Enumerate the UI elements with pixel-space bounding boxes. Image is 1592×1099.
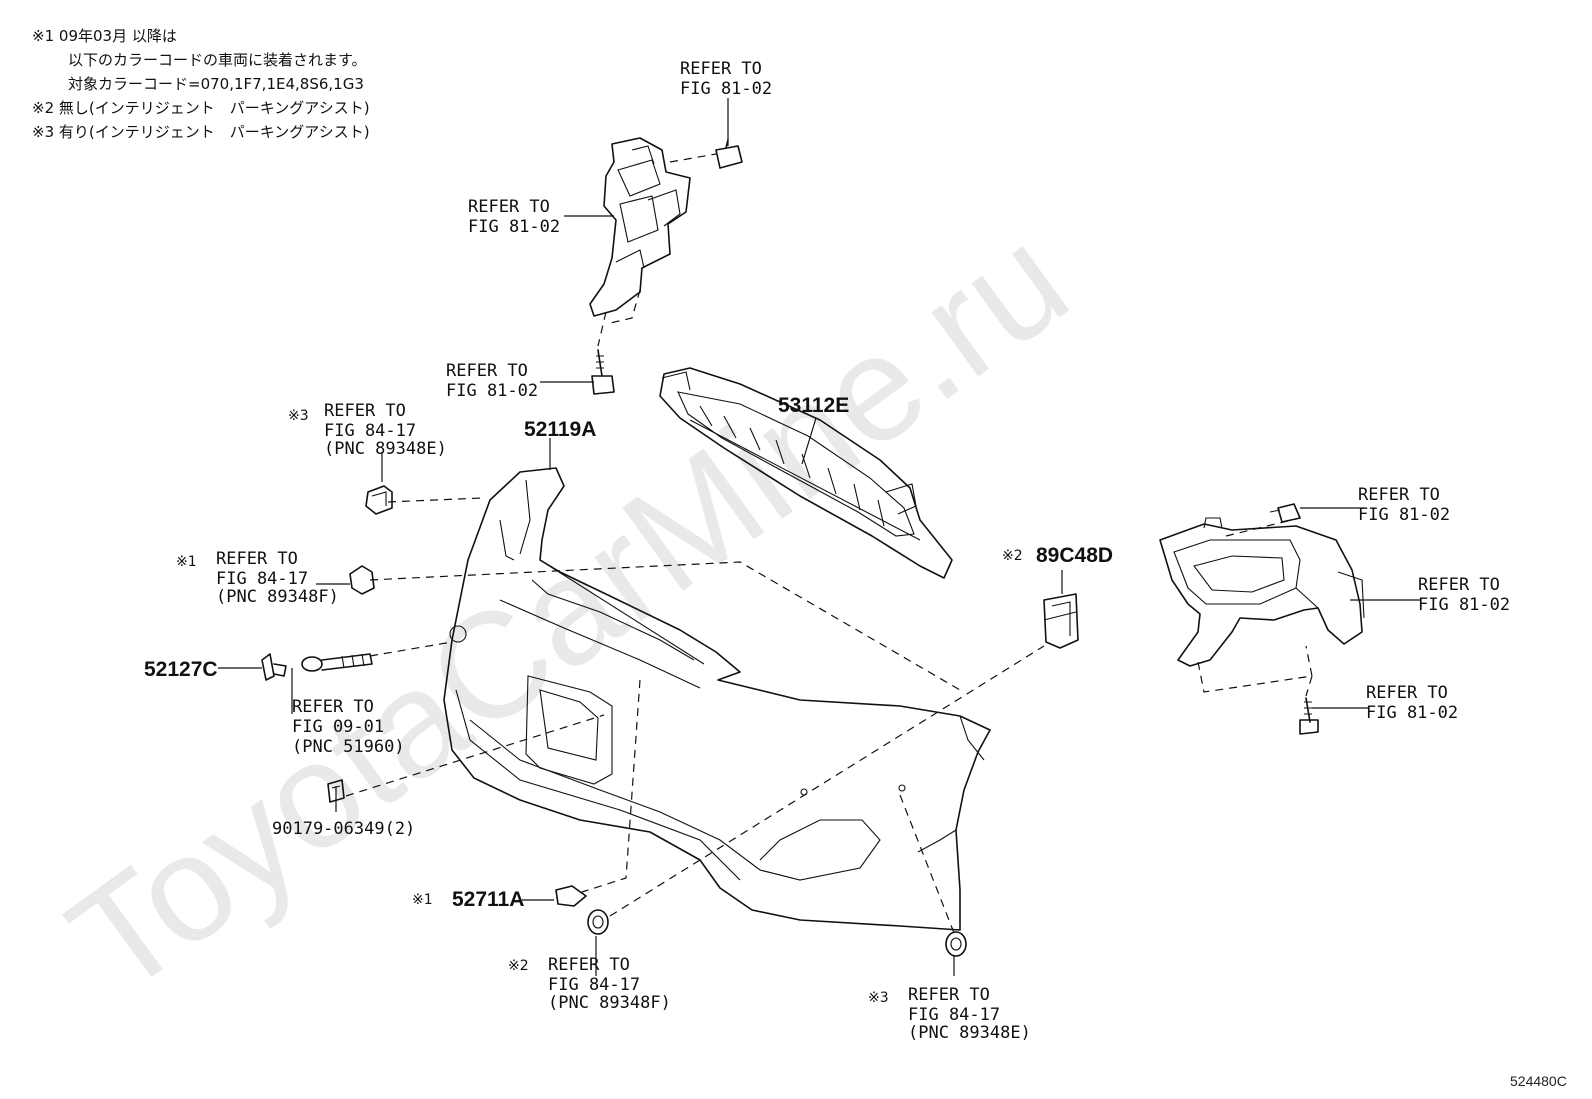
mark-3-bottom-right: ※3: [868, 990, 889, 1006]
ref-sensor-bottom-mid-line-3: (PNC 89348F): [548, 993, 671, 1013]
ref-fog-bolt-top-line-2: FIG 81-02: [1358, 505, 1450, 525]
ref-screw-line-2: FIG 81-02: [446, 381, 538, 401]
ref-fog-lamp-line-1: REFER TO: [1418, 575, 1500, 595]
ref-sensor-top-left-line-2: FIG 84-17: [324, 421, 416, 441]
upper-bracket: [589, 137, 691, 317]
mark-1-retainer: ※1: [412, 892, 433, 908]
ref-top-bracket-line-2: FIG 81-02: [468, 217, 560, 237]
note-1: ※1 09年03月 以降は: [32, 24, 177, 48]
note-1-mark: ※1: [32, 27, 55, 45]
part-bracket-89c48d: 89C48D: [1036, 544, 1113, 567]
note-3-text: 有り(インテリジェント パーキングアシスト): [58, 123, 370, 141]
note-1-line-3-text: 対象カラーコード=070,1F7,1E4,8S6,1G3: [68, 75, 364, 93]
note-2: ※2 無し(インテリジェント パーキングアシスト): [32, 96, 370, 120]
ref-sensor-top-left-line-1: REFER TO: [324, 401, 406, 421]
ref-sensor-bottom-mid-line-2: FIG 84-17: [548, 975, 640, 995]
tow-hook: [301, 653, 373, 672]
ref-screw-line-1: REFER TO: [446, 361, 528, 381]
ref-sensor-top-left-line-3: (PNC 89348E): [324, 439, 447, 459]
ref-sensor-bottom-mid-line-1: REFER TO: [548, 955, 630, 975]
sensor-mid-left: [349, 565, 375, 595]
lower-grille: [659, 367, 953, 579]
note-1-text: 09年03月 以降は: [58, 27, 177, 45]
ref-sensor-bottom-right-line-1: REFER TO: [908, 985, 990, 1005]
ref-sensor-mid-left-line-3: (PNC 89348F): [216, 587, 339, 607]
bumper-cover: [443, 467, 991, 931]
note-2-text: 無し(インテリジェント パーキングアシスト): [58, 99, 370, 117]
ref-fog-bolt-bottom-line-1: REFER TO: [1366, 683, 1448, 703]
ref-sensor-bottom-right-line-2: FIG 84-17: [908, 1005, 1000, 1025]
part-bumper-cover: 52119A: [524, 418, 596, 441]
ref-fog-lamp-line-2: FIG 81-02: [1418, 595, 1510, 615]
screw-lower: [591, 349, 615, 395]
cap-52127c: [261, 653, 287, 681]
part-lower-grille: 53112E: [778, 394, 849, 417]
note-1-line-2: 以下のカラーコードの車両に装着されます。: [68, 48, 367, 72]
fog-bolt-top: [1269, 503, 1301, 523]
fog-bolt-bottom: [1299, 697, 1319, 735]
ref-top-bolt-line-1: REFER TO: [680, 59, 762, 79]
watermark: ToyotaCarMine.ru: [40, 194, 1096, 1026]
ref-top-bolt-line-2: FIG 81-02: [680, 79, 772, 99]
top-bolt: [715, 139, 743, 169]
sensor-top-left: [365, 485, 393, 515]
note-3: ※3 有り(インテリジェント パーキングアシスト): [32, 120, 370, 144]
retainer-52711a: [555, 885, 587, 907]
part-retainer-52711a: 52711A: [452, 888, 524, 911]
note-1-line-3: 対象カラーコード=070,1F7,1E4,8S6,1G3: [68, 72, 364, 96]
ref-tow-hook-line-1: REFER TO: [292, 697, 374, 717]
note-2-mark: ※2: [32, 99, 55, 117]
note-3-mark: ※3: [32, 123, 55, 141]
mark-3-top-left: ※3: [288, 408, 309, 424]
note-1-line-2-text: 以下のカラーコードの車両に装着されます。: [68, 51, 367, 69]
ref-top-bracket-line-1: REFER TO: [468, 197, 550, 217]
bracket-89c48d: [1043, 593, 1079, 649]
mark-2-bottom-mid: ※2: [508, 958, 529, 974]
ref-tow-hook-line-3: (PNC 51960): [292, 737, 405, 757]
ref-fog-bolt-top-line-1: REFER TO: [1358, 485, 1440, 505]
fog-lamp-assembly: [1159, 517, 1365, 667]
part-nut-90179: 90179-06349(2): [272, 819, 415, 839]
mark-2-bracket: ※2: [1002, 548, 1023, 564]
sensor-bottom-right: [945, 931, 967, 957]
nut-90179: [327, 779, 345, 803]
sensor-bottom-mid: [587, 909, 609, 935]
ref-sensor-bottom-right-line-3: (PNC 89348E): [908, 1023, 1031, 1043]
ref-tow-hook-line-2: FIG 09-01: [292, 717, 384, 737]
leader-lines: [218, 98, 1420, 976]
ref-sensor-mid-left-line-1: REFER TO: [216, 549, 298, 569]
part-cap-52127c: 52127C: [144, 658, 218, 681]
mark-1-mid-left: ※1: [176, 554, 197, 570]
ref-fog-bolt-bottom-line-2: FIG 81-02: [1366, 703, 1458, 723]
ref-sensor-mid-left-line-2: FIG 84-17: [216, 569, 308, 589]
diagram-code: 524480C: [1510, 1073, 1567, 1089]
